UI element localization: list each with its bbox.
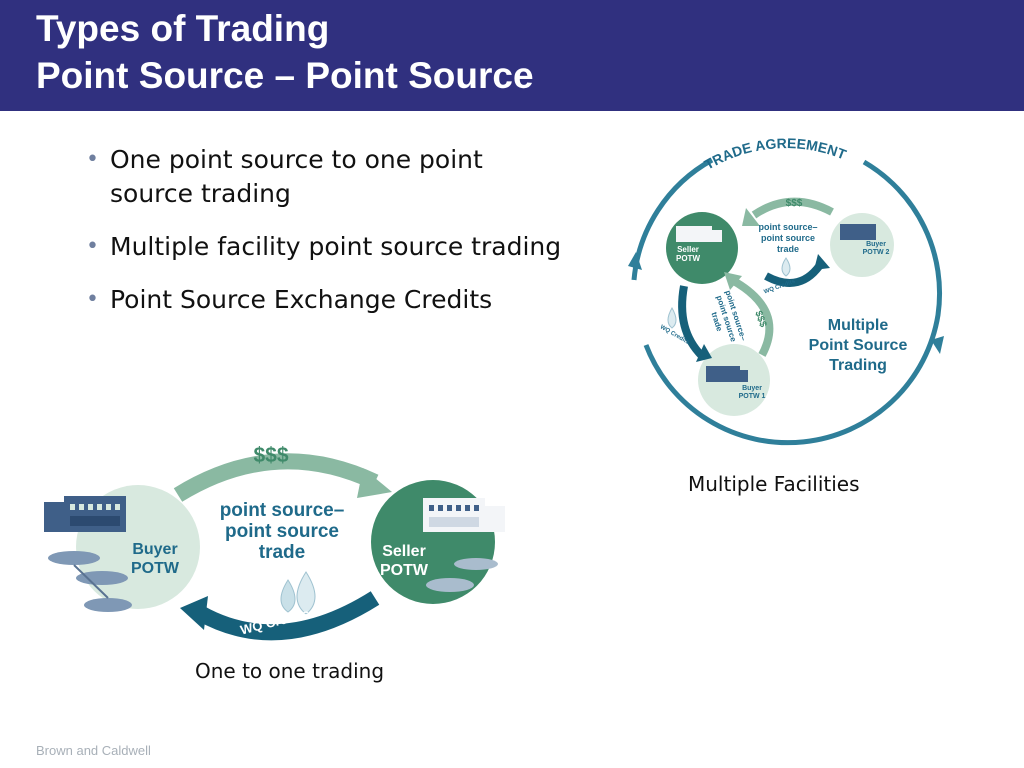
buyer-1-label-line-2: POTW 1 (739, 393, 766, 400)
water-drop-icon (280, 571, 316, 615)
trade-label-line-1: point source– (758, 222, 817, 232)
bullet-text: Point Source Exchange Credits (110, 285, 493, 314)
one-to-one-caption: One to one trading (195, 659, 385, 683)
credits-arrow (180, 591, 380, 641)
trade-label-line-2: point source (761, 233, 815, 243)
footer-brand: Brown and Caldwell (36, 743, 151, 758)
side-trade-label: point source– point source trade (709, 289, 748, 343)
trade-label-line-2: point source (225, 521, 339, 542)
buyer-2-label-line-2: POTW 2 (863, 249, 890, 256)
money-arrow-side (724, 272, 774, 357)
multiple-facilities-diagram: TRADE AGREEMENT $$$ $$$ point source– po… (628, 135, 944, 446)
multiple-facilities-caption: Multiple Facilities (688, 472, 860, 496)
seller-label-line-1: Seller (382, 543, 426, 560)
buyer-1-label-line-1: Buyer (742, 385, 762, 392)
bullet-dot-icon: • (86, 287, 99, 312)
seller-label-line-1: Seller (677, 245, 699, 254)
center-label-line-2: Point Source (809, 337, 908, 354)
seller-building-icon (423, 498, 505, 532)
buyer-label-line-2: POTW (131, 560, 180, 577)
center-label-line-3: Trading (829, 357, 887, 374)
money-label: $$$ (253, 444, 288, 467)
slide-title-line-2: Point Source – Point Source (36, 55, 534, 96)
water-drop-icon (667, 257, 791, 329)
seller-building-icon (676, 226, 722, 242)
buyer-label-line-1: Buyer (132, 541, 177, 558)
trade-label-line-3: trade (259, 542, 305, 563)
bullet-dot-icon: • (86, 234, 99, 259)
trade-label-line-3: trade (777, 244, 799, 254)
bullet-dot-icon: • (86, 147, 99, 172)
bullet-item: • Point Source Exchange Credits (86, 283, 566, 317)
buyer-2-label-line-1: Buyer (866, 241, 886, 248)
money-arrow-top (742, 197, 834, 226)
money-arrow (173, 453, 392, 502)
bullet-item: • Multiple facility point source trading (86, 230, 566, 264)
bullet-text: Multiple facility point source trading (110, 232, 562, 261)
credits-arrow-side (678, 285, 712, 362)
money-top-label: $$$ (786, 198, 803, 209)
credits-arrow-top (764, 254, 830, 287)
seller-label-line-2: POTW (380, 562, 429, 579)
seller-tank-icon (426, 558, 498, 592)
slide-title-line-1: Types of Trading (36, 8, 330, 49)
buyer-building-icon (44, 496, 126, 532)
seller-label-line-2: POTW (676, 254, 700, 263)
bullet-list: • One point source to one point source tr… (86, 143, 566, 336)
bullet-text: One point source to one point source tra… (110, 145, 483, 208)
title-bar: Types of Trading Point Source – Point So… (0, 0, 1024, 111)
buyer-2-building-icon (840, 224, 876, 240)
trade-label-line-1: point source– (220, 500, 345, 521)
buyer-tank-icon (48, 551, 132, 612)
buyer-1-building-icon (706, 366, 748, 382)
center-label-line-1: Multiple (828, 317, 889, 334)
bullet-item: • One point source to one point source tr… (86, 143, 566, 211)
one-to-one-diagram: $$$ point source– point source trade Buy… (44, 444, 505, 641)
trade-agreement-ring (628, 157, 944, 446)
ring-label: TRADE AGREEMENT (701, 135, 848, 173)
